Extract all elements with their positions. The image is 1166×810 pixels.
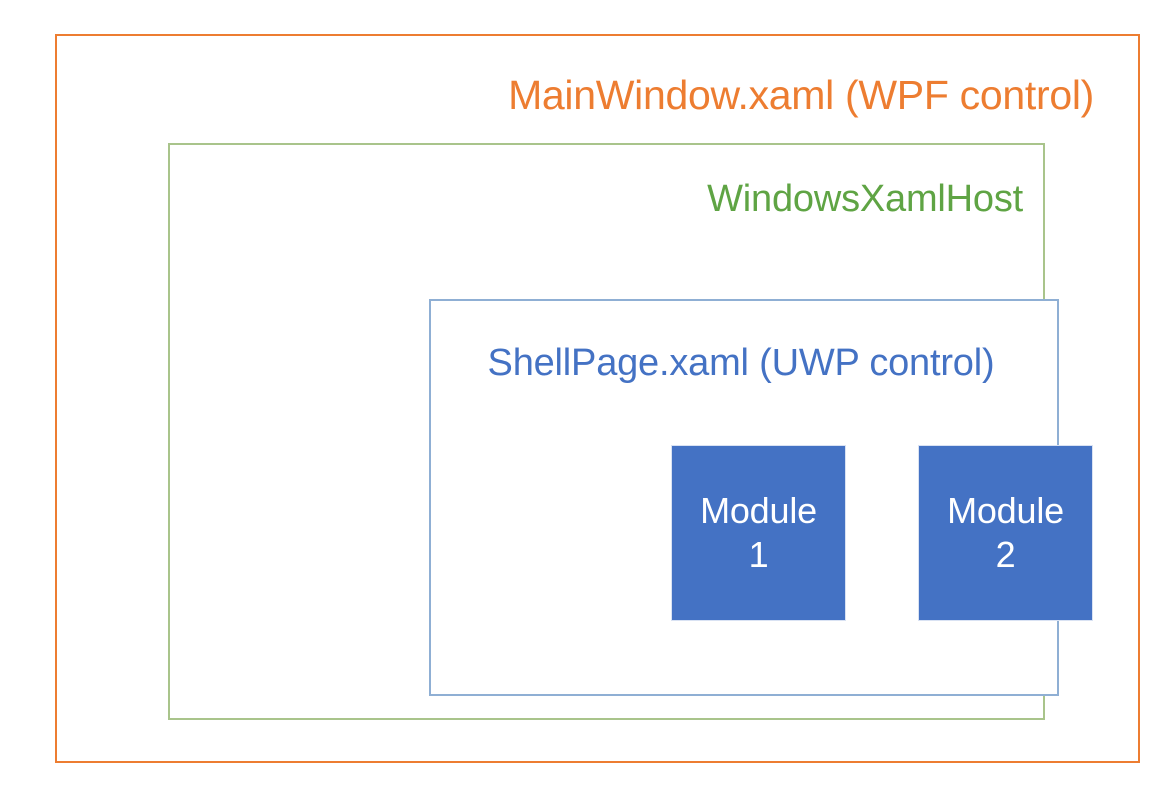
module-1-number: 1 [748,534,769,575]
mainwindow-wpf-label: MainWindow.xaml (WPF control) [508,72,1094,118]
windowsxamlhost-label: WindowsXamlHost [707,178,1023,220]
shellpage-uwp-label: ShellPage.xaml (UWP control) [487,342,995,384]
module-2-number: 2 [995,534,1016,575]
windowsxamlhost-container: WindowsXamlHost ShellPage.xaml (UWP cont… [168,143,1093,720]
module-2-box: Module 2 [918,445,1093,621]
module-2-name: Module [947,490,1064,532]
modules-row: Module 1 Module 2 [431,445,1093,625]
module-1-name: Module [700,490,817,532]
module-1-box: Module 1 [671,445,846,621]
mainwindow-wpf-container: MainWindow.xaml (WPF control) WindowsXam… [55,34,1140,763]
shellpage-uwp-container: ShellPage.xaml (UWP control) Module 1 Mo… [429,299,1093,696]
